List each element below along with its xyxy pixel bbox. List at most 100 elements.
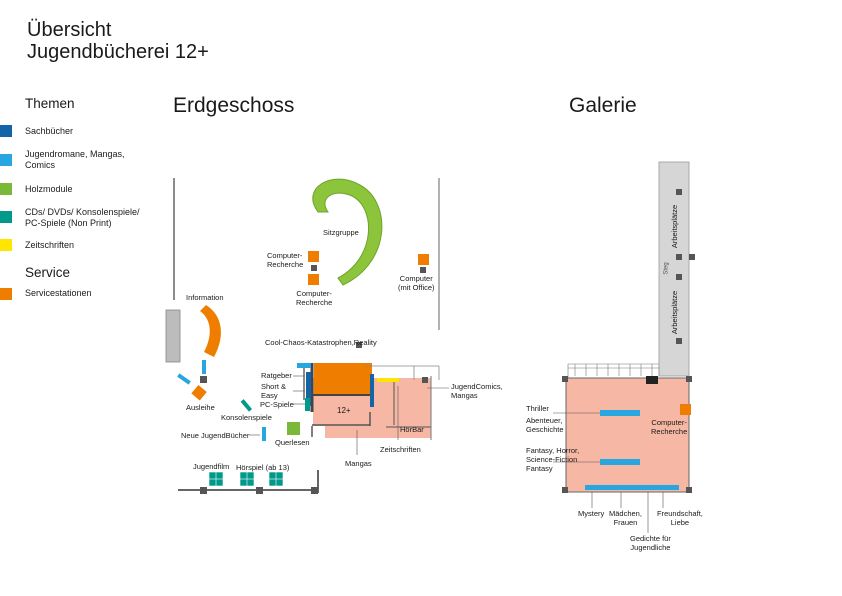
steg-walkway	[658, 161, 690, 377]
shelf-bottom	[585, 485, 679, 490]
area-12plus-orange	[314, 363, 372, 395]
erdgeschoss-title: Erdgeschoss	[173, 94, 295, 117]
label-querlesen: Querlesen	[275, 438, 310, 447]
shelf-thriller	[600, 410, 640, 416]
label-ausleihe: Ausleihe	[186, 403, 215, 412]
dark-square	[676, 254, 682, 260]
konsolenspiele-shelf	[240, 399, 253, 412]
label-fantasy-line1: Fantasy, Horror,	[526, 446, 580, 455]
label-computer-recherche-2-line1: Computer-	[296, 289, 332, 298]
label-gedichte-line2: Jugendliche	[630, 543, 671, 552]
legend-label-jugendromane: Jugendromane, Mangas, Comics	[25, 149, 125, 171]
label-short-easy: Short & Easy	[261, 382, 286, 400]
page-title-line-2: Jugendbücherei 12+	[27, 41, 209, 63]
legend-heading-service: Service	[25, 265, 71, 280]
dark-square	[562, 487, 568, 493]
label-information: Information	[186, 293, 224, 302]
label-fantasy-line2: Science-Fiction	[526, 455, 578, 464]
sitzgruppe-module	[312, 178, 383, 286]
dark-square	[676, 189, 682, 195]
label-mystery: Mystery	[578, 509, 605, 518]
label-computer-office: Computer (mit Office)	[398, 274, 435, 292]
label-short-easy-line2: Easy	[261, 391, 278, 400]
grey-counter	[165, 309, 181, 363]
label-freundschaft: Freundschaft, Liebe	[657, 509, 703, 527]
label-zeitschriften: Zeitschriften	[380, 445, 421, 454]
label-galerie-computer: Computer- Recherche	[651, 418, 687, 436]
label-abenteuer-line1: Abenteuer,	[526, 416, 563, 425]
area-mangas-pink	[325, 424, 370, 438]
label-fantasy-line3: Fantasy	[526, 464, 553, 473]
label-freundschaft-line1: Freundschaft,	[657, 509, 703, 518]
label-computer-recherche-2: Computer- Recherche	[296, 289, 332, 307]
label-12plus: 12+	[337, 406, 351, 415]
legend-label-jugendromane-line1: Jugendromane, Mangas,	[25, 149, 125, 159]
shelf-zeitschriften	[377, 378, 399, 382]
shelf-blue	[177, 373, 191, 385]
legend-swatch-zeitschriften	[0, 239, 12, 251]
label-galerie-computer-line2: Recherche	[651, 427, 688, 436]
erdgeschoss-leader-lines	[249, 375, 449, 455]
querlesen-module	[287, 422, 300, 435]
information-desk	[200, 305, 221, 357]
dark-square	[686, 487, 692, 493]
dark-square	[689, 254, 695, 260]
dark-square	[686, 376, 692, 382]
dark-square	[311, 487, 318, 494]
label-fantasy: Fantasy, Horror, Science-Fiction Fantasy	[526, 446, 579, 473]
shelf-ratgeber	[297, 363, 311, 368]
legend-label-zeitschriften: Zeitschriften	[25, 240, 75, 250]
label-jugendfilm: Jugendfilm	[193, 462, 230, 471]
servicestation-computer-1	[308, 251, 319, 262]
label-hoerspiel: Hörspiel (ab 13)	[236, 463, 290, 472]
legend-label-non-print: CDs/ DVDs/ Konsolenspiele/ PC-Spiele (No…	[25, 207, 140, 229]
label-konsolenspiele: Konsolenspiele	[221, 413, 272, 422]
galerie-area	[565, 377, 690, 493]
legend-label-non-print-line2: PC-Spiele (Non Print)	[25, 218, 112, 228]
label-gedichte: Gedichte für Jugendliche	[630, 534, 671, 552]
label-mangas: Mangas	[345, 459, 372, 468]
label-jugendcomics: JugendComics, Mangas	[451, 382, 503, 400]
legend-label-servicestationen: Servicestationen	[25, 288, 92, 298]
label-maedchen: Mädchen, Frauen	[609, 509, 642, 527]
dark-square	[200, 376, 207, 383]
legend-label-non-print-line1: CDs/ DVDs/ Konsolenspiele/	[25, 207, 140, 217]
label-neue-jugendbuecher: Neue JugendBücher	[181, 431, 250, 440]
shelf-pc-spiele	[305, 398, 310, 411]
legend-swatch-non-print	[0, 211, 12, 223]
label-computer-office-line1: Computer	[399, 274, 433, 283]
label-jugendcomics-line1: JugendComics,	[451, 382, 503, 391]
label-hoerbar: HörBar	[400, 425, 424, 434]
label-short-easy-line1: Short &	[261, 382, 287, 391]
label-abenteuer-line2: Geschichte	[526, 425, 564, 434]
label-freundschaft-line2: Liebe	[670, 518, 690, 527]
dark-square	[256, 487, 263, 494]
label-computer-recherche-1-line2: Recherche	[267, 260, 304, 269]
label-computer-recherche-1-line1: Computer-	[267, 251, 303, 260]
shelf-fantasy	[600, 459, 640, 465]
legend-label-jugendromane-line2: Comics	[25, 160, 56, 170]
dark-square	[356, 342, 362, 348]
shelf-short-easy	[306, 372, 311, 406]
legend-swatch-sachbuecher	[0, 125, 12, 137]
dark-square	[420, 267, 426, 273]
label-ratgeber: Ratgeber	[261, 371, 292, 380]
neue-jugendbuecher-shelf	[262, 427, 266, 441]
dark-square	[676, 338, 682, 344]
legend-swatch-jugendromane	[0, 154, 12, 166]
label-cool-chaos: Cool-Chaos-Katastrophen,Reality	[265, 338, 377, 347]
legend-swatch-servicestationen	[0, 288, 12, 300]
area-hoerbar-pink	[370, 378, 431, 438]
label-galerie-computer-line1: Computer-	[651, 418, 687, 427]
label-arbeitsplaetze-2: Arbeitsplätze	[670, 290, 680, 335]
label-maedchen-line1: Mädchen,	[609, 509, 642, 518]
shelf-blue	[202, 360, 206, 374]
label-computer-recherche-2-line2: Recherche	[296, 298, 333, 307]
servicestation-computer-2	[308, 274, 319, 285]
galerie-railing	[567, 363, 659, 378]
legend-label-sachbuecher: Sachbücher	[25, 126, 74, 136]
label-arbeitsplaetze-1: Arbeitsplätze	[670, 204, 680, 249]
dark-square	[562, 376, 568, 382]
label-jugendcomics-line2: Mangas	[451, 391, 478, 400]
